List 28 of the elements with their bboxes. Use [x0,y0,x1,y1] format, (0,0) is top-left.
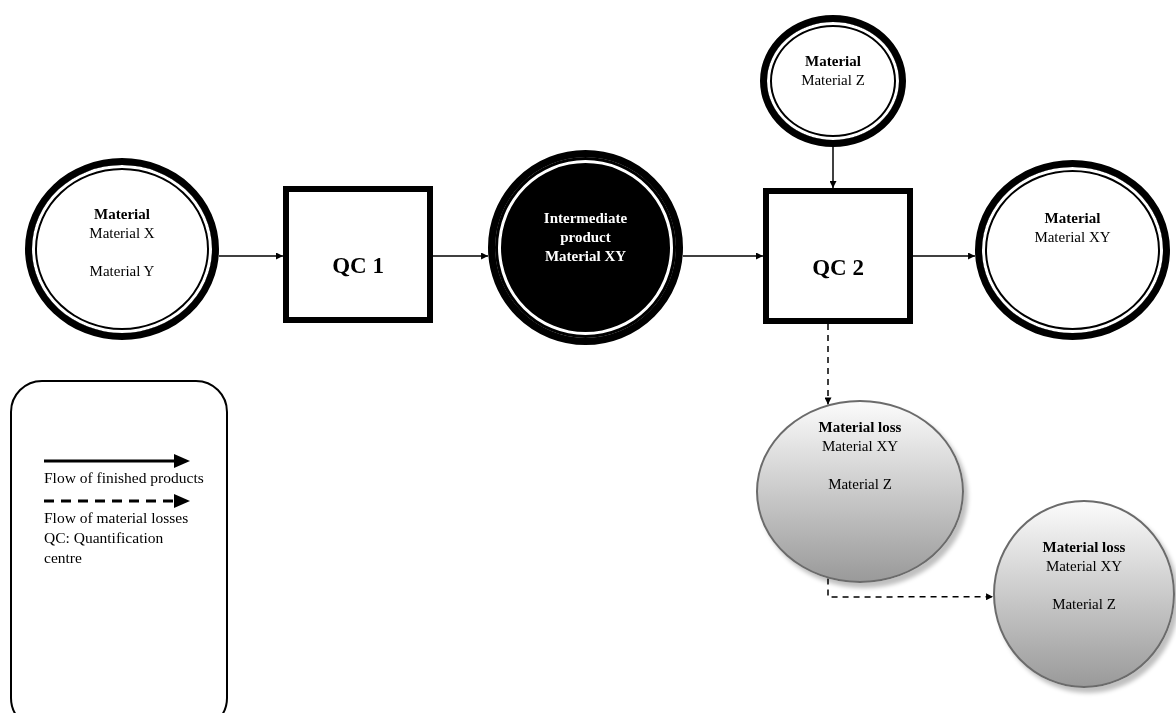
node-label: QC 2 [812,253,864,282]
node-heading: Material [1044,209,1101,228]
arrow [912,252,976,260]
arrow [682,252,764,260]
node-heading: Material [94,205,150,224]
quantification-box [763,188,913,324]
arrow [432,252,489,260]
node-text: Material Z [1052,595,1116,614]
legend-note: QC: Quantification centre [44,528,164,568]
arrow [829,146,837,189]
node-text: Material XY [1045,557,1123,576]
node-label: Intermediate product Material XY [542,209,629,266]
node-text: Material XY [821,437,899,456]
node-heading: Material [805,52,861,71]
node-heading: Material loss [1042,538,1126,557]
node-text: Material Y [89,262,155,281]
arrow [218,252,284,260]
legend-text: Flow of finished products [44,468,204,488]
node-label: QC 1 [332,252,384,281]
node-text: Material X [89,224,155,243]
legend-text: Flow of material losses [44,508,190,528]
node-text: Material Z [801,71,865,90]
node-heading: Material loss [818,418,902,437]
arrow [827,577,994,601]
quantification-box [283,186,433,323]
node-text: Material Z [828,475,892,494]
node-text: Material XY [1034,228,1111,247]
arrow [824,323,832,406]
